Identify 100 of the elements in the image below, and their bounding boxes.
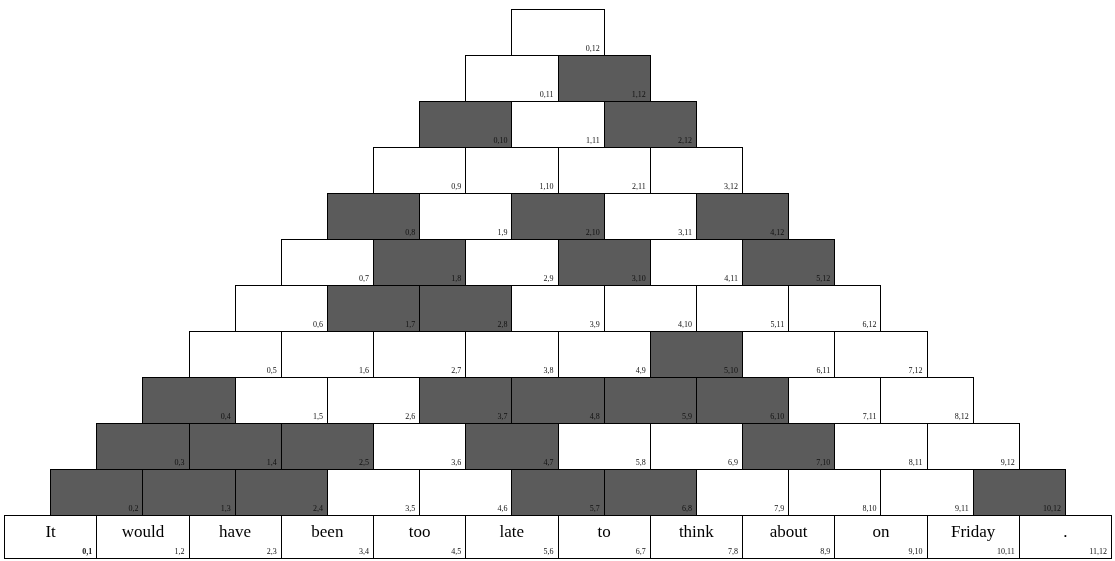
span-label: 1,7 — [405, 321, 416, 329]
span-label: 2,9 — [543, 275, 554, 283]
word-text: think — [677, 522, 715, 543]
span-label: 3,6 — [451, 459, 462, 467]
span-label: 4,6 — [497, 505, 508, 513]
chart-cell — [188, 423, 282, 470]
chart-cell — [695, 377, 790, 424]
span-label: 0,10 — [493, 137, 508, 145]
span-label: 2,12 — [677, 137, 692, 145]
chart-cell — [419, 101, 513, 148]
span-label: 3,4 — [359, 548, 369, 556]
span-label: 8,9 — [820, 548, 831, 556]
span-label: 3,7 — [497, 413, 508, 421]
span-label: 3,8 — [543, 367, 554, 375]
span-label: 1,9 — [497, 229, 508, 237]
chart-cell — [419, 377, 513, 424]
word-text: late — [498, 522, 526, 543]
chart-cell — [373, 239, 467, 286]
chart-cell — [557, 239, 651, 286]
span-label: 8,12 — [954, 413, 969, 421]
word-cell — [4, 515, 98, 559]
word-text: on — [871, 522, 891, 543]
word-text: have — [218, 522, 253, 543]
word-text: about — [768, 522, 809, 543]
span-label: 7,8 — [728, 548, 738, 556]
chart-cell — [234, 469, 328, 516]
span-label: 2,5 — [359, 459, 369, 467]
span-label: 9,11 — [954, 505, 969, 513]
span-label: 2,6 — [405, 413, 416, 421]
word-text: would — [120, 522, 166, 543]
span-label: 2,7 — [451, 367, 462, 375]
span-label: 5,11 — [770, 321, 785, 329]
chart-cell — [649, 331, 743, 378]
span-label: 8,11 — [908, 459, 923, 467]
span-label: 3,11 — [678, 229, 692, 237]
span-label: 1,10 — [539, 183, 554, 191]
span-label: 0,2 — [128, 505, 139, 513]
span-label: 11,12 — [1089, 548, 1107, 556]
word-text: Friday — [949, 522, 997, 543]
chart-cell — [465, 423, 559, 470]
span-label: 3,9 — [589, 321, 600, 329]
span-label: 1,5 — [312, 413, 323, 421]
span-label: 2,4 — [312, 505, 323, 513]
span-label: 5,12 — [816, 275, 831, 283]
chart-cell — [326, 285, 421, 332]
span-label: 1,2 — [174, 548, 185, 556]
span-label: 4,7 — [543, 459, 554, 467]
span-label: 9,10 — [908, 548, 923, 556]
span-label: 2,8 — [497, 321, 508, 329]
span-label: 3,12 — [724, 183, 738, 191]
word-text: to — [596, 522, 612, 543]
chart-cell — [511, 9, 605, 56]
span-label: 4,12 — [770, 229, 785, 237]
chart-cell — [280, 423, 374, 470]
span-label: 9,12 — [1000, 459, 1015, 467]
chart-cell — [511, 377, 605, 424]
span-label: 4,11 — [724, 275, 738, 283]
span-label: 0,6 — [312, 321, 323, 329]
chart-cell — [326, 193, 421, 240]
span-label: 4,9 — [635, 367, 646, 375]
span-label: 10,12 — [1042, 505, 1061, 513]
chart-cell — [50, 469, 144, 516]
chart-cell — [142, 469, 236, 516]
chart-cell — [511, 469, 605, 516]
span-label: 0,9 — [451, 183, 462, 191]
chart-cell — [603, 377, 697, 424]
span-label: 10,11 — [997, 548, 1015, 556]
chart-cell — [742, 239, 836, 286]
chart-cell — [742, 423, 836, 470]
span-label: 3,5 — [405, 505, 416, 513]
span-label: 2,3 — [266, 548, 277, 556]
span-label: 2,11 — [632, 183, 646, 191]
chart-cell — [142, 377, 236, 424]
span-label: 6,7 — [635, 548, 646, 556]
span-label: 4,8 — [589, 413, 600, 421]
span-label: 1,4 — [266, 459, 277, 467]
span-label: 5,8 — [635, 459, 646, 467]
span-label: 0,5 — [266, 367, 277, 375]
chart-cell — [972, 469, 1066, 516]
span-label: 6,12 — [862, 321, 877, 329]
chart-cell — [603, 101, 697, 148]
chart-cell — [96, 423, 190, 470]
span-label: 7,10 — [816, 459, 831, 467]
span-label: 0,3 — [174, 459, 185, 467]
span-label: 7,11 — [862, 413, 877, 421]
chart-cell — [511, 193, 605, 240]
span-label: 0,1 — [82, 548, 93, 556]
span-label: 5,7 — [589, 505, 600, 513]
word-cell — [1018, 515, 1112, 559]
span-label: 6,9 — [728, 459, 738, 467]
chart-cell — [603, 469, 697, 516]
span-label: 7,12 — [908, 367, 923, 375]
span-label: 0,4 — [220, 413, 231, 421]
word-text: been — [310, 522, 345, 543]
span-label: 1,6 — [359, 367, 369, 375]
span-label: 1,11 — [585, 137, 600, 145]
word-text: . — [1062, 522, 1069, 543]
span-label: 5,6 — [543, 548, 554, 556]
chart-cell — [557, 55, 651, 102]
span-label: 4,5 — [451, 548, 462, 556]
